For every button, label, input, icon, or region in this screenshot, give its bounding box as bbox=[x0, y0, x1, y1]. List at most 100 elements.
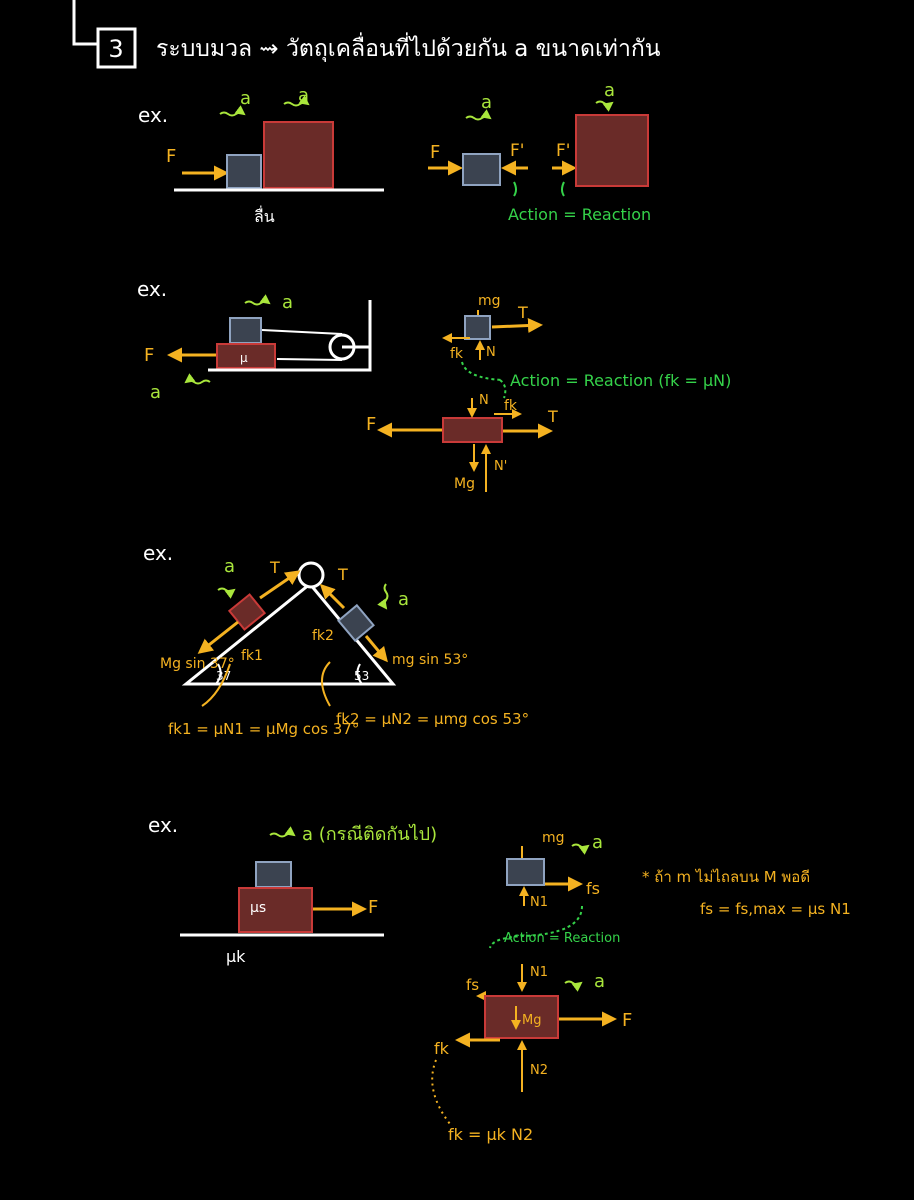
example-1: ex. a a F ลื่น a a F F' F' Action = Reac… bbox=[138, 80, 651, 226]
pointer-dotted bbox=[431, 1059, 451, 1125]
accel-squiggle bbox=[244, 294, 271, 306]
force-label-F: F bbox=[144, 345, 154, 366]
condition-equation: fs = fs,max = μs N1 bbox=[700, 900, 851, 918]
accel-label: a bbox=[240, 88, 251, 109]
pair-bracket bbox=[513, 181, 517, 197]
ex-label-2: ex. bbox=[137, 277, 167, 301]
block-on-right-incline bbox=[337, 603, 375, 643]
pair-dashed-link bbox=[499, 379, 507, 399]
block-on-left-incline bbox=[227, 593, 267, 631]
ex-label-4: ex. bbox=[148, 813, 178, 837]
top-block-fbd bbox=[506, 858, 545, 886]
friction-coefficient: μ bbox=[240, 351, 248, 365]
wall-and-floor bbox=[208, 300, 372, 372]
example-3: ex. 37 53 T T a a Mg sin 37° fk1 fk2 mg … bbox=[143, 541, 529, 738]
accel-label: a bbox=[594, 971, 605, 992]
accel-squiggle bbox=[269, 826, 296, 838]
ex-label-1: ex. bbox=[138, 103, 168, 127]
force-label-F: F bbox=[430, 142, 440, 163]
kinetic-friction-label: fk bbox=[434, 1039, 450, 1058]
accel-label: a bbox=[150, 382, 161, 403]
kinetic-friction-equation: fk = μk N2 bbox=[448, 1125, 533, 1144]
pair-dashed-link bbox=[461, 361, 503, 381]
accel-label: a bbox=[604, 80, 615, 101]
tension-arrow bbox=[491, 318, 543, 333]
weight-component-arrow bbox=[197, 620, 239, 654]
action-reaction-note: Action = Reaction bbox=[508, 205, 651, 224]
accel-label: a bbox=[224, 556, 235, 577]
weight-component-label: mg sin 53° bbox=[392, 652, 468, 668]
surface-label: ลื่น bbox=[254, 205, 275, 226]
top-block bbox=[229, 317, 262, 344]
tension-arrow bbox=[259, 570, 301, 600]
condition-note: * ถ้า m ไม่ไถลบน M พอดี bbox=[642, 868, 810, 886]
accel-squiggle bbox=[377, 583, 389, 610]
accel-label: a bbox=[398, 589, 409, 610]
force-label-F-prime: F' bbox=[510, 141, 524, 161]
force-label-F: F bbox=[366, 414, 376, 435]
tension-label: T bbox=[269, 558, 280, 577]
weight-component-label: Mg sin 37° bbox=[160, 656, 235, 672]
ex-label-3: ex. bbox=[143, 541, 173, 565]
accel-squiggle bbox=[465, 109, 492, 121]
accel-label: a bbox=[481, 92, 492, 113]
static-friction-label: fs bbox=[466, 976, 479, 994]
friction-equation: fk2 = μN2 = μmg cos 53° bbox=[336, 710, 529, 728]
weight-label: mg bbox=[478, 293, 501, 309]
normal-label: N2 bbox=[530, 1063, 548, 1078]
pointer-line bbox=[321, 661, 331, 707]
accel-squiggle bbox=[564, 980, 583, 992]
bottom-block bbox=[216, 343, 276, 369]
tension-label: T bbox=[517, 303, 528, 322]
tension-arrow bbox=[319, 583, 346, 610]
angle-arc bbox=[356, 663, 363, 685]
static-friction-coefficient: μs bbox=[250, 900, 266, 916]
friction-label: fk2 bbox=[312, 628, 334, 644]
normal-label: N1 bbox=[530, 895, 548, 910]
accel-label: a bbox=[592, 832, 603, 853]
friction-label: fk bbox=[504, 398, 518, 414]
accel-squiggle bbox=[571, 843, 590, 855]
top-block-fbd bbox=[464, 315, 491, 340]
pointer-line bbox=[201, 663, 231, 707]
force-label-F: F bbox=[622, 1010, 632, 1031]
bottom-block-fbd bbox=[442, 417, 503, 443]
weight-component-arrow bbox=[364, 635, 388, 663]
action-reaction-note: Action = Reaction (fk = μN) bbox=[510, 371, 731, 390]
section-title: ระบบมวล ⇝ วัตถุเคลื่อนที่ไปด้วยกัน a ขนา… bbox=[156, 32, 661, 62]
small-block bbox=[226, 154, 262, 189]
corner-bracket bbox=[72, 0, 98, 46]
bottom-block-fbd bbox=[484, 995, 559, 1039]
rope-upper bbox=[261, 329, 343, 335]
header: 3 ระบบมวล ⇝ วัตถุเคลื่อนที่ไปด้วยกัน a ข… bbox=[72, 0, 661, 69]
normal-label: N1 bbox=[530, 965, 548, 980]
big-block-fbd bbox=[575, 114, 649, 187]
weight-label: mg bbox=[542, 830, 565, 846]
pair-dashed-link bbox=[489, 905, 583, 949]
accel-label: a (กรณีติดกันไป) bbox=[302, 823, 437, 845]
example-2: ex. a μ F a mg T fk N Action = Reaction … bbox=[137, 277, 731, 492]
example-4: ex. a (กรณีติดกันไป) μs F μk mg a fs N1 … bbox=[148, 813, 851, 1144]
action-reaction-note: Action = Reaction bbox=[504, 931, 620, 946]
accel-squiggle bbox=[184, 373, 211, 385]
rope-lower bbox=[276, 358, 343, 361]
friction-label: fk bbox=[450, 346, 464, 362]
accel-squiggle bbox=[595, 100, 614, 112]
angle-label: 53 bbox=[354, 669, 369, 683]
accel-label: a bbox=[298, 85, 309, 106]
pair-bracket bbox=[561, 181, 565, 197]
weight-label: Mg bbox=[454, 476, 475, 492]
force-label-F: F bbox=[368, 897, 378, 918]
force-label-F-prime: F' bbox=[556, 141, 570, 161]
bottom-block bbox=[238, 887, 313, 933]
tension-label: T bbox=[547, 407, 558, 426]
angle-arc bbox=[215, 663, 222, 685]
normal-label: N bbox=[486, 345, 496, 360]
accel-squiggle bbox=[217, 587, 236, 599]
accel-squiggle bbox=[283, 95, 310, 107]
force-label-F: F bbox=[166, 146, 176, 167]
section-number: 3 bbox=[108, 35, 123, 63]
tension-label: T bbox=[337, 565, 348, 584]
normal-label: N' bbox=[494, 459, 507, 474]
